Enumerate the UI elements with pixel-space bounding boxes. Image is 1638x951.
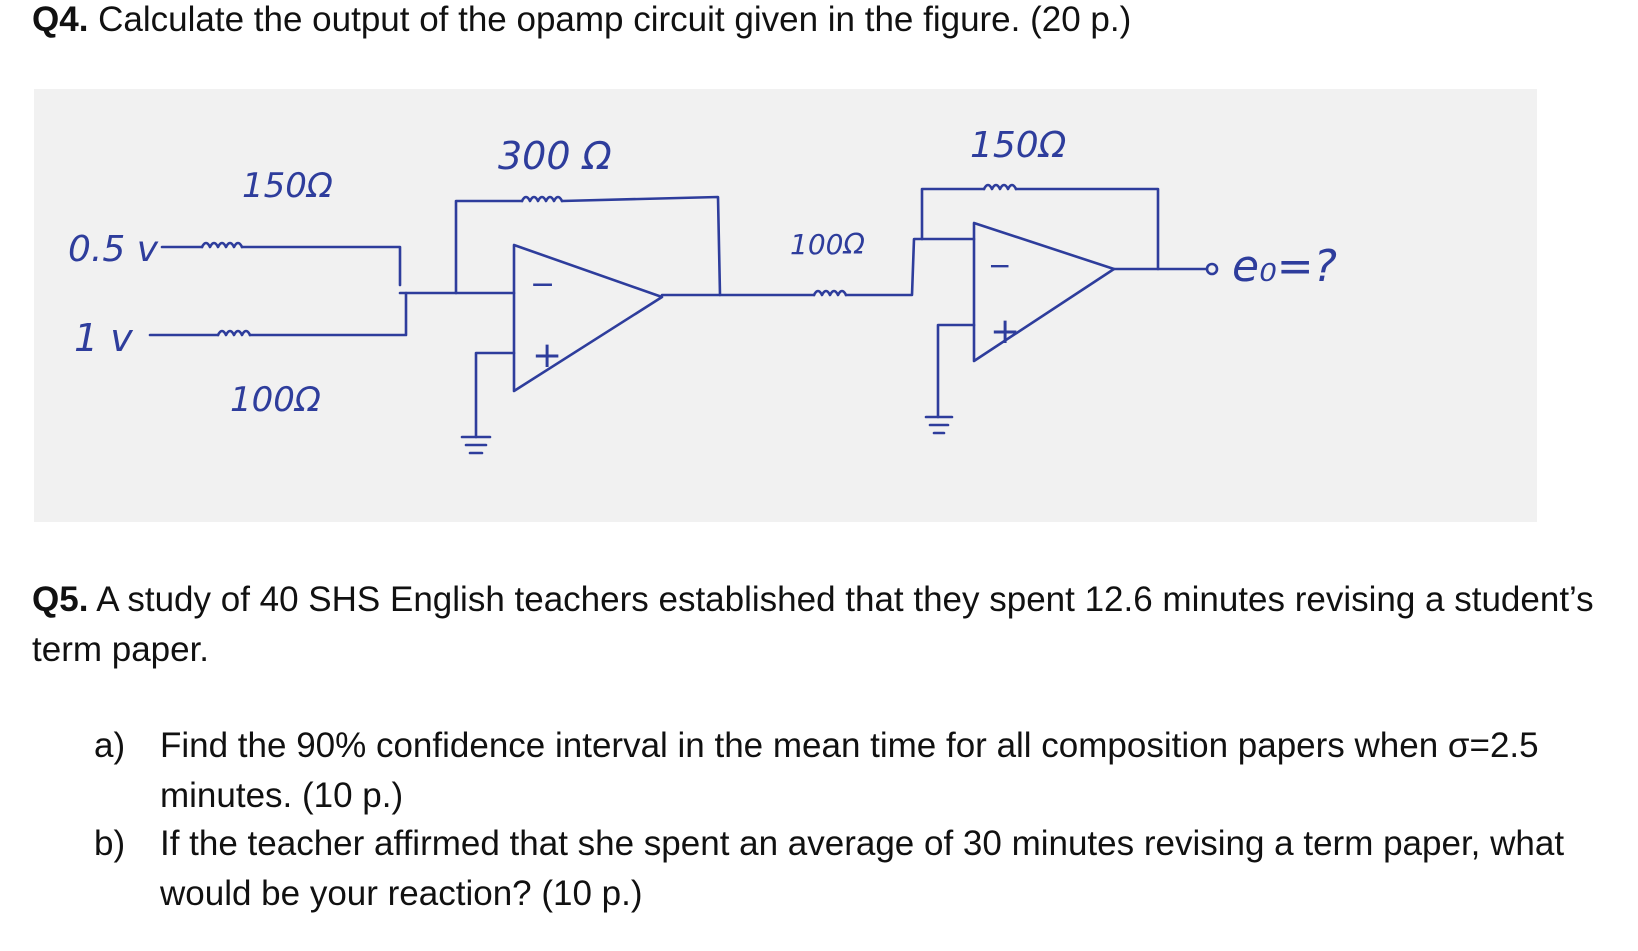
opamp1-plus: + xyxy=(532,335,562,376)
opamp2-minus: − xyxy=(988,249,1011,282)
output-label: e₀=? xyxy=(1232,241,1337,292)
q5-part-a-text: Find the 90% confidence interval in the … xyxy=(160,726,1539,815)
q5-question: Q5. A study of 40 SHS English teachers e… xyxy=(32,575,1622,675)
q5-part-b-text: If the teacher affirmed that she spent a… xyxy=(160,824,1565,913)
opamp1-minus: − xyxy=(530,267,555,302)
feedback2-resistor-label: 150Ω xyxy=(970,125,1067,166)
feedback1-resistor-label: 300 Ω xyxy=(498,134,612,178)
feedback2-path xyxy=(920,183,1160,271)
q4-question: Q4. Calculate the output of the opamp ci… xyxy=(32,0,1131,40)
opamp1-symbol: − + xyxy=(512,243,664,393)
stage2-input-resistor-symbol xyxy=(660,237,976,297)
stage2-input-resistor-label: 100Ω xyxy=(790,228,865,261)
q4-text: Calculate the output of the opamp circui… xyxy=(98,0,1132,39)
q5-text: A study of 40 SHS English teachers estab… xyxy=(32,580,1594,669)
opamp-circuit-diagram: 0.5 v 1 v 150Ω 100Ω 300 Ω 100Ω 150Ω e₀=? xyxy=(68,125,1337,455)
opamp2-plus: + xyxy=(990,311,1020,352)
input2-resistor-label: 100Ω xyxy=(230,380,321,420)
q4-number: Q4. xyxy=(32,0,89,39)
input1-resistor-symbol xyxy=(160,241,402,287)
q5-number: Q5. xyxy=(32,580,89,619)
input2-resistor-symbol xyxy=(148,291,408,337)
ground1-symbol xyxy=(460,351,516,455)
input1-voltage-label: 0.5 v xyxy=(68,229,159,270)
input1-resistor-label: 150Ω xyxy=(242,166,333,206)
opamp2-symbol: − + xyxy=(972,221,1116,363)
output-terminal xyxy=(1112,262,1219,276)
input2-voltage-label: 1 v xyxy=(74,316,133,360)
circuit-figure: 0.5 v 1 v 150Ω 100Ω 300 Ω 100Ω 150Ω e₀=? xyxy=(34,89,1537,522)
q5-part-b-label: b) xyxy=(94,824,126,863)
feedback1-path xyxy=(454,195,722,297)
q5-part-a-label: a) xyxy=(94,726,126,765)
ground2-symbol xyxy=(924,323,976,435)
